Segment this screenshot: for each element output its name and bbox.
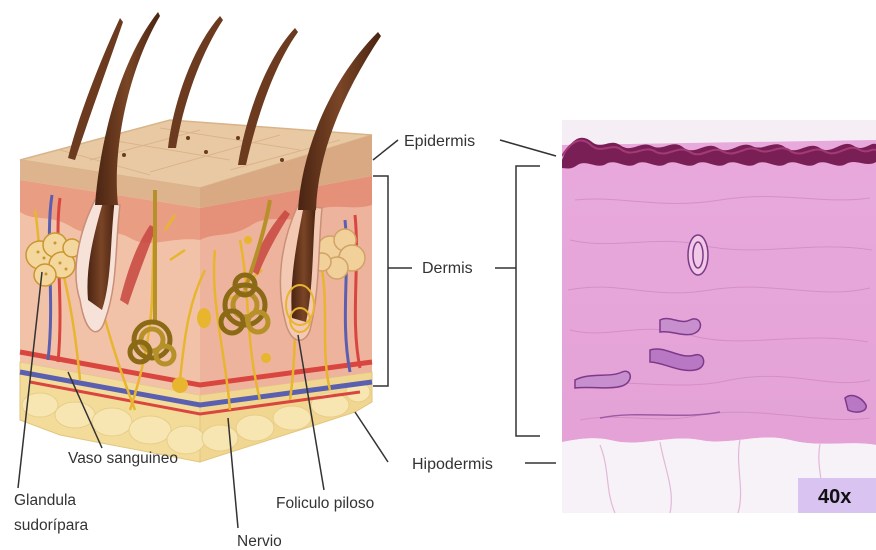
label-hair-follicle: Foliculo piloso — [276, 495, 374, 512]
label-hypodermis: Hipodermis — [412, 456, 493, 473]
label-sweat-gland-line2: sudorípara — [14, 517, 88, 534]
magnification-label: 40x — [818, 486, 851, 508]
label-sweat-gland-line1: Glandula — [14, 492, 76, 509]
epidermis-leader-left — [373, 140, 398, 160]
skin-block-illustration — [20, 12, 381, 462]
epidermis-leader-right — [500, 140, 556, 156]
dermis-bracket-left — [373, 176, 388, 386]
label-blood-vessel: Vaso sanguineo — [68, 450, 178, 467]
micrograph-dermis — [562, 140, 876, 445]
hypodermis-leader-left — [355, 412, 388, 462]
dermis-bracket-right — [516, 166, 540, 436]
label-nerve: Nervio — [237, 533, 282, 550]
label-dermis: Dermis — [422, 260, 473, 277]
histology-micrograph: 40x — [562, 120, 876, 513]
label-epidermis: Epidermis — [404, 133, 475, 150]
